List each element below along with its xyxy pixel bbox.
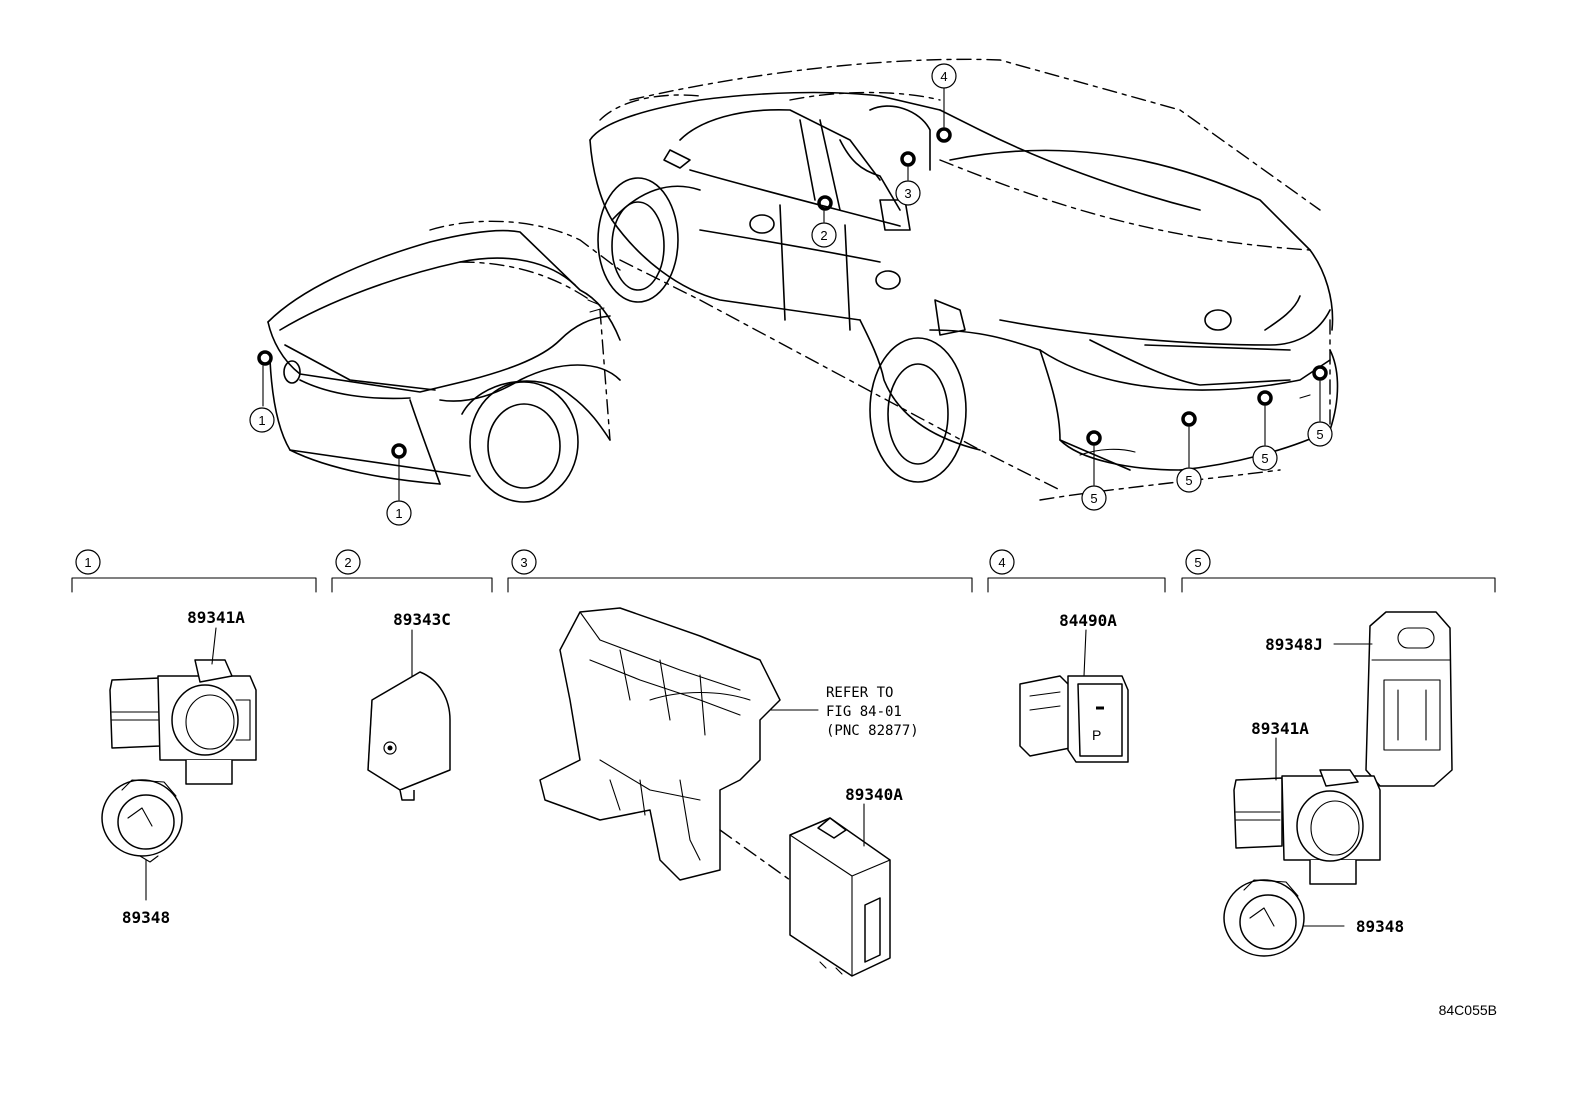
front-car-illustration	[267, 220, 621, 503]
part-number-89343C: 89343C	[393, 610, 451, 629]
refer-line-1: REFER TO	[826, 685, 893, 701]
callout-2: 2	[820, 228, 827, 243]
parking-sensor-switch: P	[1019, 675, 1129, 763]
front-sensor-retainer	[101, 779, 183, 863]
refer-line-3: (PNC 82877)	[826, 723, 919, 739]
part-number-89341A-rear: 89341A	[1251, 719, 1309, 738]
parking-assist-ecu	[789, 817, 891, 977]
section-4-label: 4	[998, 555, 1005, 570]
switch-face-label: P	[1092, 727, 1101, 743]
rear-car-illustration	[589, 58, 1339, 501]
part-number-89348J: 89348J	[1265, 635, 1323, 654]
callout-5-rear-4: 5	[1316, 427, 1323, 442]
section-1-label: 1	[84, 555, 91, 570]
front-callout-markers: 1 1	[249, 350, 412, 526]
callout-4: 4	[940, 69, 947, 84]
rear-ultrasonic-sensor	[1233, 769, 1381, 885]
rear-sensor-retainer	[1223, 879, 1305, 957]
mounting-bracket	[539, 607, 781, 881]
section-2-label: 2	[344, 555, 351, 570]
rear-sensor-holder	[1365, 611, 1453, 787]
callout-5-rear-3: 5	[1261, 451, 1268, 466]
part-number-84490A: 84490A	[1059, 611, 1117, 630]
callout-1-front-left: 1	[258, 413, 265, 428]
part-number-89348-front: 89348	[122, 908, 170, 927]
section-5-label: 5	[1194, 555, 1201, 570]
callout-5-rear-1: 5	[1090, 491, 1097, 506]
callout-5-rear-2: 5	[1185, 473, 1192, 488]
diagram-code: 84C055B	[1439, 1002, 1497, 1018]
part-number-89340A: 89340A	[845, 785, 903, 804]
section-brackets: 1 2 3 4 5	[71, 549, 1496, 593]
sensor-89343C	[367, 671, 451, 801]
part-number-89348-rear: 89348	[1356, 917, 1404, 936]
part-number-89341A-front: 89341A	[187, 608, 245, 627]
callout-1-front-right: 1	[395, 506, 402, 521]
refer-line-2: FIG 84-01	[826, 704, 902, 720]
callout-3: 3	[904, 186, 911, 201]
front-ultrasonic-sensor	[109, 659, 257, 785]
section-3-label: 3	[520, 555, 527, 570]
rear-callout-markers: 2 3 4 5 5 5 5	[811, 63, 1333, 511]
